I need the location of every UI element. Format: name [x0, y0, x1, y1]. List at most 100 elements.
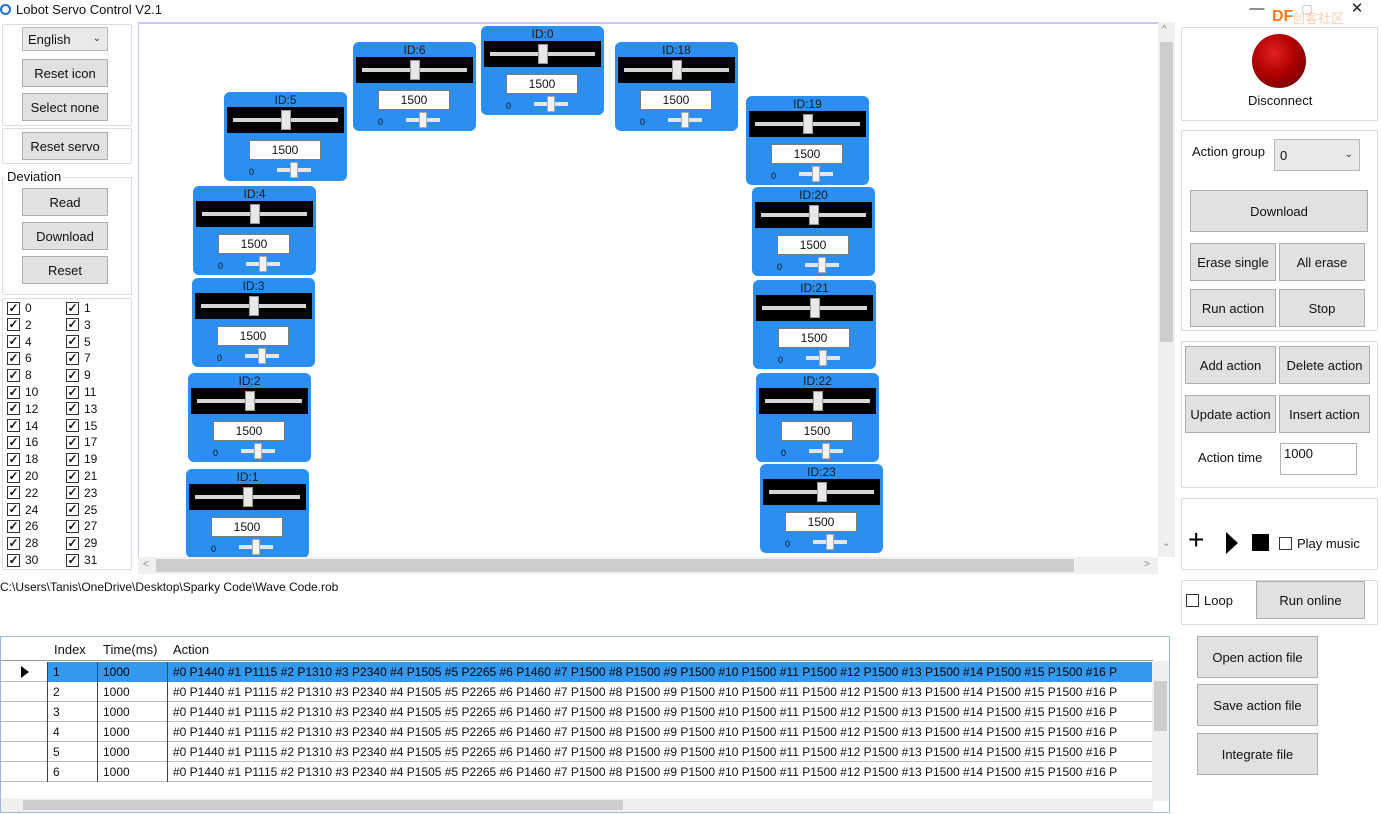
servo-position-slider[interactable] — [618, 57, 735, 83]
checkbox-checked-icon[interactable]: ✓ — [7, 485, 20, 500]
servo-deviation-knob[interactable] — [819, 350, 827, 366]
header-time[interactable]: Time(ms) — [103, 642, 158, 657]
play-icon[interactable] — [1226, 532, 1238, 554]
servo-checkbox[interactable]: ✓18 — [7, 451, 38, 467]
servo-value-input[interactable]: 1500 — [785, 512, 857, 532]
connection-status-led[interactable] — [1252, 34, 1306, 88]
slider-knob[interactable] — [817, 482, 827, 502]
erase-single-button[interactable]: Erase single — [1190, 243, 1276, 281]
servo-value-input[interactable]: 1500 — [249, 140, 321, 160]
servo-deviation-knob[interactable] — [826, 534, 834, 550]
servo-value-input[interactable]: 1500 — [506, 74, 578, 94]
open-action-file-button[interactable]: Open action file — [1197, 636, 1318, 678]
integrate-file-button[interactable]: Integrate file — [1197, 733, 1318, 775]
servo-position-slider[interactable] — [756, 295, 873, 321]
servo-checkbox[interactable]: ✓16 — [7, 434, 38, 450]
servo-value-input[interactable]: 1500 — [777, 235, 849, 255]
slider-knob[interactable] — [538, 44, 548, 64]
servo-checkbox[interactable]: ✓30 — [7, 552, 38, 568]
close-button[interactable]: ✕ — [1350, 0, 1364, 17]
header-action[interactable]: Action — [173, 642, 210, 657]
table-horizontal-scroll-thumb[interactable] — [23, 800, 623, 810]
slider-knob[interactable] — [245, 391, 255, 411]
checkbox-checked-icon[interactable]: ✓ — [7, 317, 20, 332]
action-time-input[interactable]: 1000 — [1280, 443, 1357, 475]
checkbox-checked-icon[interactable]: ✓ — [7, 350, 20, 365]
servo-checkbox[interactable]: ✓11 — [66, 384, 96, 400]
servo-checkbox[interactable]: ✓20 — [7, 468, 38, 484]
cell-index[interactable]: 5 — [47, 742, 97, 762]
select-none-button[interactable]: Select none — [22, 93, 108, 121]
servo-checkbox[interactable]: ✓25 — [66, 502, 97, 518]
cell-index[interactable]: 1 — [47, 662, 97, 682]
servo-checkbox[interactable]: ✓13 — [66, 401, 97, 417]
checkbox-checked-icon[interactable]: ✓ — [66, 552, 79, 567]
run-action-button[interactable]: Run action — [1190, 289, 1276, 327]
servo-position-slider[interactable] — [749, 111, 866, 137]
cell-index[interactable]: 2 — [47, 682, 97, 702]
cell-index[interactable]: 6 — [47, 762, 97, 782]
servo-position-slider[interactable] — [763, 479, 880, 505]
header-index[interactable]: Index — [54, 642, 86, 657]
servo-value-input[interactable]: 1500 — [771, 144, 843, 164]
checkbox-checked-icon[interactable]: ✓ — [66, 434, 79, 449]
servo-checkbox[interactable]: ✓9 — [66, 367, 91, 383]
checkbox-checked-icon[interactable]: ✓ — [7, 334, 20, 349]
slider-knob[interactable] — [672, 60, 682, 80]
checkbox-checked-icon[interactable]: ✓ — [7, 418, 20, 433]
checkbox-checked-icon[interactable]: ✓ — [66, 485, 79, 500]
cell-time[interactable]: 1000 — [97, 702, 167, 722]
loop-box[interactable] — [1186, 593, 1199, 607]
servo-checkbox[interactable]: ✓19 — [66, 451, 97, 467]
reset-servo-button[interactable]: Reset servo — [22, 132, 108, 160]
servo-deviation-knob[interactable] — [822, 443, 830, 459]
slider-knob[interactable] — [410, 60, 420, 80]
servo-deviation-knob[interactable] — [259, 256, 267, 272]
servo-checkbox[interactable]: ✓6 — [7, 350, 32, 366]
cell-index[interactable]: 3 — [47, 702, 97, 722]
cell-time[interactable]: 1000 — [97, 682, 167, 702]
scroll-down-icon[interactable]: ⌄ — [1162, 538, 1171, 549]
servo-checkbox[interactable]: ✓0 — [7, 300, 32, 316]
slider-knob[interactable] — [809, 205, 819, 225]
canvas-vertical-scroll-thumb[interactable] — [1160, 42, 1173, 342]
reset-icon-button[interactable]: Reset icon — [22, 59, 108, 87]
save-action-file-button[interactable]: Save action file — [1197, 684, 1318, 726]
servo-checkbox[interactable]: ✓29 — [66, 535, 97, 551]
checkbox-checked-icon[interactable]: ✓ — [7, 384, 20, 399]
plus-icon[interactable]: + — [1188, 524, 1205, 555]
servo-checkbox[interactable]: ✓7 — [66, 350, 91, 366]
servo-checkbox[interactable]: ✓26 — [7, 518, 38, 534]
cell-action[interactable]: #0 P1440 #1 P1115 #2 P1310 #3 P2340 #4 P… — [167, 662, 1153, 682]
servo-checkbox[interactable]: ✓27 — [66, 518, 97, 534]
checkbox-checked-icon[interactable]: ✓ — [66, 502, 79, 517]
slider-knob[interactable] — [813, 391, 823, 411]
servo-deviation-knob[interactable] — [547, 96, 555, 112]
insert-action-button[interactable]: Insert action — [1279, 395, 1370, 433]
checkbox-checked-icon[interactable]: ✓ — [7, 468, 20, 483]
servo-position-slider[interactable] — [484, 41, 601, 67]
checkbox-checked-icon[interactable]: ✓ — [7, 502, 20, 517]
checkbox-checked-icon[interactable]: ✓ — [66, 535, 79, 550]
servo-position-slider[interactable] — [189, 484, 306, 510]
servo-checkbox[interactable]: ✓4 — [7, 334, 32, 350]
slider-knob[interactable] — [810, 298, 820, 318]
servo-checkbox[interactable]: ✓12 — [7, 401, 38, 417]
checkbox-checked-icon[interactable]: ✓ — [66, 518, 79, 533]
update-action-button[interactable]: Update action — [1185, 395, 1276, 433]
servo-value-input[interactable]: 1500 — [778, 328, 850, 348]
slider-knob[interactable] — [249, 296, 259, 316]
canvas-horizontal-scroll-thumb[interactable] — [156, 559, 1074, 572]
cell-action[interactable]: #0 P1440 #1 P1115 #2 P1310 #3 P2340 #4 P… — [167, 742, 1153, 762]
servo-checkbox[interactable]: ✓3 — [66, 317, 91, 333]
